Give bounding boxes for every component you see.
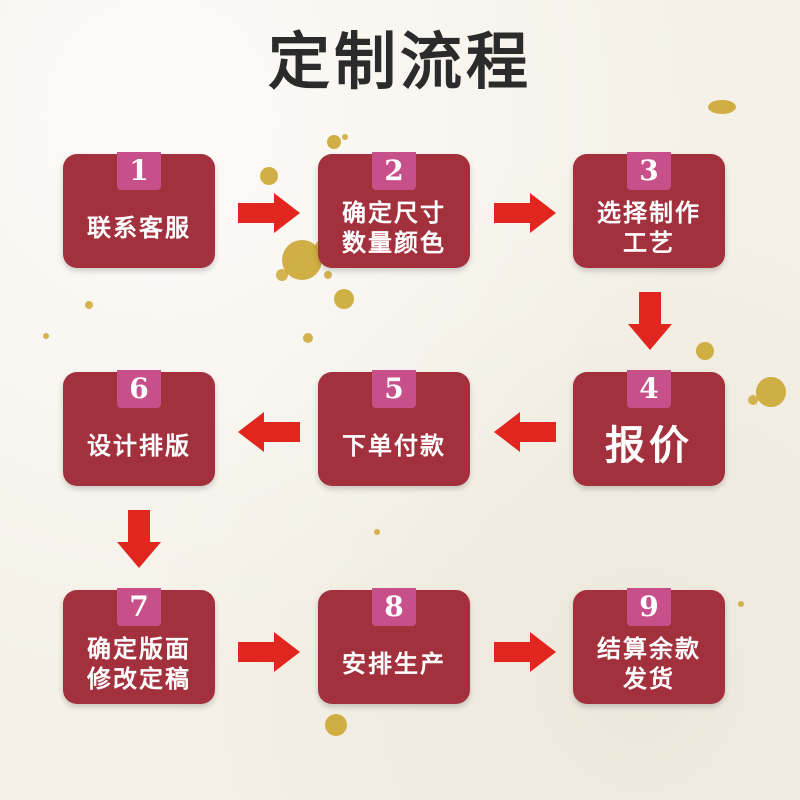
arrow-right-icon xyxy=(494,632,556,672)
step-label-line: 修改定稿 xyxy=(87,664,191,693)
step-number-badge: 8 xyxy=(372,588,416,626)
gold-splatter-decoration xyxy=(303,333,313,343)
gold-splatter-decoration xyxy=(738,601,744,607)
gold-splatter-decoration xyxy=(748,377,786,407)
step-label-line: 数量颜色 xyxy=(342,228,446,257)
step-card-8: 8 安排生产 xyxy=(318,588,470,704)
step-label-line: 报价 xyxy=(605,422,693,469)
step-label-line: 确定版面 xyxy=(87,634,191,663)
step-label: 设计排版 xyxy=(63,412,215,480)
step-label: 下单付款 xyxy=(318,412,470,480)
arrow-down-icon xyxy=(628,292,672,350)
step-label: 确定版面 修改定稿 xyxy=(63,630,215,698)
step-label-line: 联系客服 xyxy=(87,213,191,242)
gold-splatter-decoration xyxy=(85,301,93,309)
step-number-badge: 4 xyxy=(627,370,671,408)
page-title: 定制流程 xyxy=(267,25,532,98)
step-label-line: 发货 xyxy=(623,664,675,693)
arrow-down-icon xyxy=(117,510,161,568)
step-card-9: 9 结算余款 发货 xyxy=(573,588,725,704)
arrow-left-icon xyxy=(238,412,300,452)
step-label: 报价 xyxy=(573,412,725,480)
step-card-6: 6 设计排版 xyxy=(63,370,215,486)
step-label: 联系客服 xyxy=(63,194,215,262)
step-label-line: 安排生产 xyxy=(342,649,446,678)
gold-splatter-decoration xyxy=(325,714,347,736)
step-number-badge: 7 xyxy=(117,588,161,626)
step-card-4: 4 报价 xyxy=(573,370,725,486)
step-number-badge: 5 xyxy=(372,370,416,408)
step-card-7: 7 确定版面 修改定稿 xyxy=(63,588,215,704)
step-label: 确定尺寸 数量颜色 xyxy=(318,194,470,262)
step-number-badge: 1 xyxy=(117,152,161,190)
step-number-badge: 9 xyxy=(627,588,671,626)
arrow-right-icon xyxy=(238,632,300,672)
arrow-right-icon xyxy=(238,193,300,233)
step-card-2: 2 确定尺寸 数量颜色 xyxy=(318,152,470,268)
step-label: 安排生产 xyxy=(318,630,470,698)
arrow-right-icon xyxy=(494,193,556,233)
gold-splatter-decoration xyxy=(374,529,380,535)
step-card-1: 1 联系客服 xyxy=(63,152,215,268)
step-label-line: 选择制作 xyxy=(597,198,701,227)
arrow-left-icon xyxy=(494,412,556,452)
gold-splatter-decoration xyxy=(327,134,348,149)
step-label-line: 结算余款 xyxy=(597,634,701,663)
step-number-badge: 2 xyxy=(372,152,416,190)
step-label-line: 确定尺寸 xyxy=(342,198,446,227)
step-label: 选择制作 工艺 xyxy=(573,194,725,262)
gold-splatter-decoration xyxy=(43,333,49,339)
step-number-badge: 3 xyxy=(627,152,671,190)
step-label-line: 设计排版 xyxy=(87,431,191,460)
step-label-line: 工艺 xyxy=(623,228,675,257)
step-card-3: 3 选择制作 工艺 xyxy=(573,152,725,268)
gold-splatter-decoration xyxy=(334,289,354,309)
step-label: 结算余款 发货 xyxy=(573,630,725,698)
gold-splatter-decoration xyxy=(696,342,714,360)
step-card-5: 5 下单付款 xyxy=(318,370,470,486)
gold-splatter-decoration xyxy=(708,100,736,114)
step-number-badge: 6 xyxy=(117,370,161,408)
step-label-line: 下单付款 xyxy=(342,431,446,460)
gold-splatter-decoration xyxy=(260,167,278,185)
